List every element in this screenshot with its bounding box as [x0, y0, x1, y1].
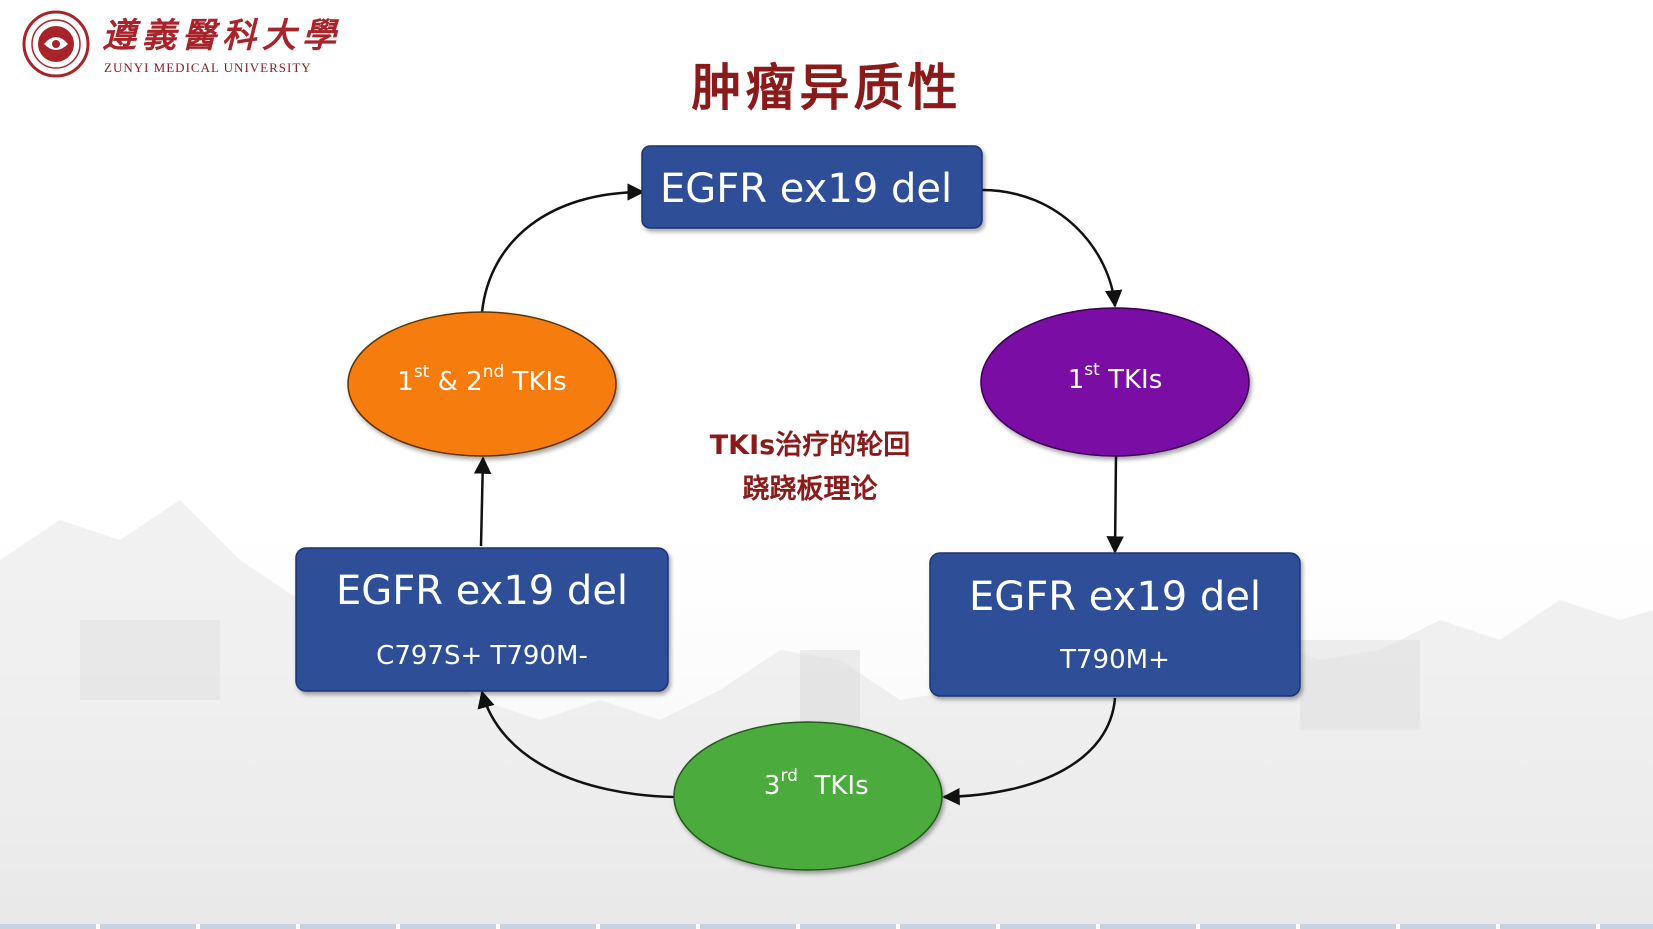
ellipse-bottom-part: TKIs	[798, 771, 869, 801]
right-box-label: EGFR ex19 del	[969, 574, 1261, 620]
arrow-bottom-to-left-box	[477, 690, 676, 799]
ellipse-right-part: TKIs	[1100, 365, 1162, 395]
top-box-label: EGFR ex19 del	[660, 166, 952, 212]
left-box-label: EGFR ex19 del	[336, 568, 628, 614]
top-box: EGFR ex19 del	[641, 145, 983, 229]
ellipse-bottom-part: 3	[764, 771, 781, 801]
ellipse-right: 1st TKIs	[980, 307, 1250, 457]
ellipse-bottom: 3rd TKIs	[673, 721, 943, 871]
university-name-cn: 遵義醫科大學	[102, 16, 342, 56]
right-box: EGFR ex19 del T790M+	[929, 552, 1301, 697]
university-name-en: ZUNYI MEDICAL UNIVERSITY	[104, 60, 312, 75]
center-note-line2: 跷跷板理论	[743, 474, 879, 505]
university-seal-icon	[22, 10, 90, 78]
arrow-right-ellipse-to-right-box	[1106, 455, 1124, 554]
ellipse-left-part: 1	[397, 367, 414, 397]
bottom-decor-strip	[0, 924, 1653, 929]
ellipse-right-label: 1st TKIs	[1068, 360, 1163, 395]
university-logo: 遵義醫科大學 ZUNYI MEDICAL UNIVERSITY	[22, 10, 352, 80]
arrow-right-box-to-bottom	[942, 697, 1117, 806]
arrow-left-ellipse-to-top	[480, 183, 645, 313]
arrow-top-to-right	[981, 188, 1123, 308]
left-box: EGFR ex19 del C797S+ T790M-	[295, 547, 669, 692]
ellipse-bottom-label: 3rd TKIs	[706, 766, 910, 801]
ellipse-left: 1st & 2nd TKIs	[347, 311, 617, 457]
left-box-sublabel: C797S+ T790M-	[376, 641, 588, 671]
ellipse-right-part: 1	[1068, 365, 1085, 395]
ellipse-left-part: TKIs	[504, 367, 566, 397]
right-box-sublabel: T790M+	[1059, 645, 1170, 675]
arrow-left-box-to-left-ellipse	[473, 456, 492, 547]
ellipse-left-sup: nd	[483, 362, 505, 382]
center-note-line1: TKIs治疗的轮回	[710, 429, 910, 461]
ellipse-bottom-sup: rd	[780, 766, 797, 786]
ellipse-left-label: 1st & 2nd TKIs	[397, 362, 566, 397]
ellipse-left-sup: st	[414, 362, 430, 382]
slide-title: 肿瘤异质性	[691, 59, 962, 117]
ellipse-right-sup: st	[1084, 360, 1100, 380]
ellipse-left-part: & 2	[429, 367, 482, 397]
